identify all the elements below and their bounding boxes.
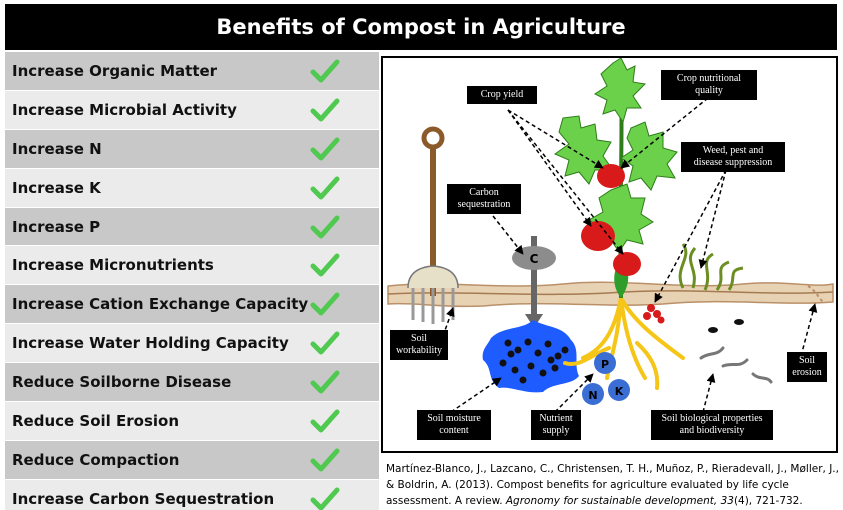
benefit-row: Increase P <box>5 207 379 247</box>
erosion-edge <box>807 285 824 303</box>
check-icon <box>310 98 340 122</box>
check-icon <box>310 370 340 394</box>
diagram-illustration: C P N K <box>387 58 834 413</box>
nutrient-k: K <box>615 385 624 398</box>
benefit-row: Increase Microbial Activity <box>5 90 379 130</box>
benefit-row: Increase Water Holding Capacity <box>5 324 379 364</box>
benefit-label: Increase Micronutrients <box>12 256 214 275</box>
benefit-row: Reduce Soilborne Disease <box>5 363 379 403</box>
check-icon <box>310 448 340 472</box>
callout-soil-biological: Soil biological properties and biodivers… <box>651 410 773 440</box>
check-icon <box>310 487 340 510</box>
weed-plant <box>678 243 744 291</box>
callout-crop-nutritional-quality: Crop nutritional quality <box>661 70 757 100</box>
benefit-label: Reduce Compaction <box>12 450 180 469</box>
benefit-label: Increase Water Holding Capacity <box>12 334 289 353</box>
callout-arrows <box>442 97 818 413</box>
benefit-row: Reduce Compaction <box>5 440 379 480</box>
callout-carbon-sequestration: Carbon sequestration <box>447 184 521 214</box>
nutrient-circles <box>582 352 630 405</box>
check-icon <box>310 215 340 239</box>
soil-insects <box>708 319 744 333</box>
benefit-label: Increase Carbon Sequestration <box>12 489 275 508</box>
benefit-row: Increase Carbon Sequestration <box>5 479 379 510</box>
benefit-label: Reduce Soilborne Disease <box>12 373 232 392</box>
benefit-label: Increase Microbial Activity <box>12 100 237 119</box>
carbon-symbol: C <box>530 252 539 266</box>
benefit-row: Increase N <box>5 129 379 169</box>
soil-moisture-blob <box>482 320 579 393</box>
benefit-label: Increase Cation Exchange Capacity <box>12 295 309 314</box>
callout-soil-workability: Soil workability <box>390 330 448 360</box>
benefit-label: Increase K <box>12 178 101 197</box>
citation: Martínez-Blanco, J., Lazcano, C., Christ… <box>386 461 841 509</box>
benefit-label: Increase Organic Matter <box>12 61 218 80</box>
page-title: Benefits of Compost in Agriculture <box>216 15 626 39</box>
citation-journal: Agronomy for sustainable development, <box>505 495 718 507</box>
benefit-label: Increase N <box>12 139 102 158</box>
check-icon <box>310 59 340 83</box>
benefit-row: Increase K <box>5 168 379 208</box>
callout-crop-yield: Crop yield <box>467 86 537 104</box>
check-icon <box>310 137 340 161</box>
callout-nutrient-supply: Nutrient supply <box>531 410 581 440</box>
plant <box>553 58 678 299</box>
benefit-row: Increase Micronutrients <box>5 246 379 286</box>
citation-volume: 33 <box>717 495 734 507</box>
benefit-row: Increase Organic Matter <box>5 52 379 91</box>
benefit-row: Increase Cation Exchange Capacity <box>5 285 379 325</box>
pitchfork-icon <box>407 126 459 324</box>
check-icon <box>310 331 340 355</box>
disease-spots <box>643 304 665 324</box>
check-icon <box>310 292 340 316</box>
soil-organisms <box>699 346 773 384</box>
nutrient-p: P <box>601 358 609 371</box>
tomato-3 <box>613 252 641 276</box>
benefit-label: Increase P <box>12 217 101 236</box>
check-icon <box>310 176 340 200</box>
callout-soil-moisture: Soil moisture content <box>417 410 491 440</box>
check-icon <box>310 253 340 277</box>
carbon-arrow <box>512 236 556 328</box>
benefit-row: Reduce Soil Erosion <box>5 402 379 441</box>
check-icon <box>310 409 340 433</box>
tomato-2 <box>581 221 615 251</box>
title-bar: Benefits of Compost in Agriculture <box>5 4 837 50</box>
plant-roots <box>563 296 685 390</box>
leaf-right <box>620 121 678 191</box>
citation-authors: Martínez-Blanco, J., Lazcano, C., Christ… <box>386 463 839 507</box>
moisture-particles <box>499 338 569 384</box>
compost-diagram: C P N K <box>381 56 838 453</box>
tomato-1 <box>597 164 625 188</box>
leaf-top <box>594 58 647 124</box>
callout-soil-erosion: Soil erosion <box>787 352 827 382</box>
soil-surface <box>387 281 834 308</box>
citation-issue-pages: (4), 721-732. <box>733 495 803 507</box>
benefit-label: Reduce Soil Erosion <box>12 411 180 430</box>
callout-weed-pest: Weed, pest and disease suppression <box>681 142 785 172</box>
nutrient-n: N <box>588 389 597 402</box>
